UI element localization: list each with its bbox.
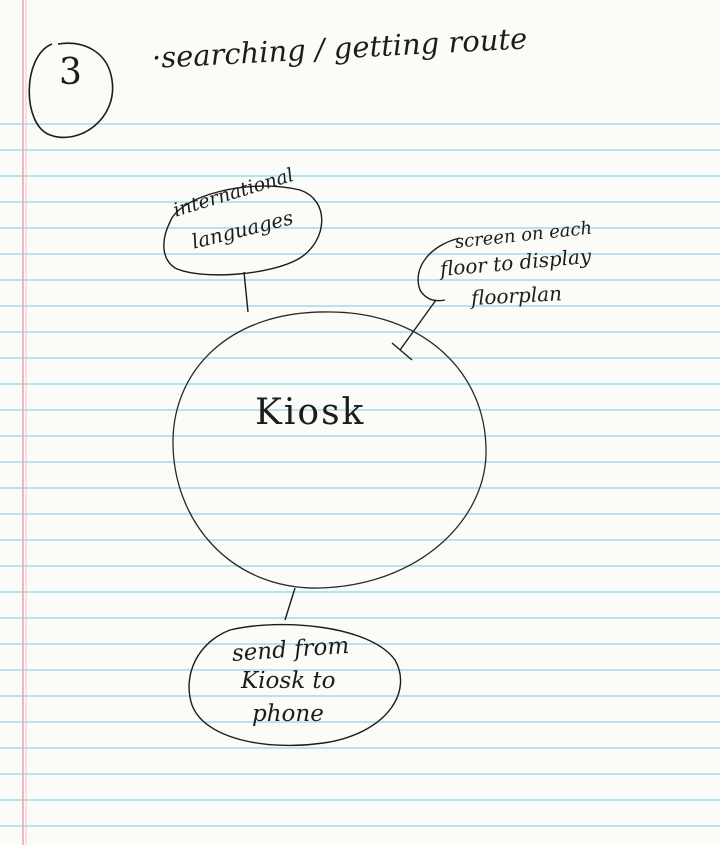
step-number: 3 (59, 52, 82, 93)
floorplan-label-line-3: floorplan (470, 281, 563, 310)
connector-floorplan (391, 299, 437, 361)
phone-label-line-2: Kiosk to (241, 668, 336, 694)
kiosk-label: Kiosk (255, 392, 366, 433)
step-number-circle (28, 42, 114, 139)
kiosk-circle (172, 311, 487, 589)
phone-label-line-3: phone (252, 701, 324, 727)
languages-bubble (163, 185, 323, 276)
connector-phone (284, 587, 296, 621)
connector-languages (243, 271, 249, 313)
ruled-lines (0, 123, 720, 827)
phone-bubble (188, 623, 402, 747)
